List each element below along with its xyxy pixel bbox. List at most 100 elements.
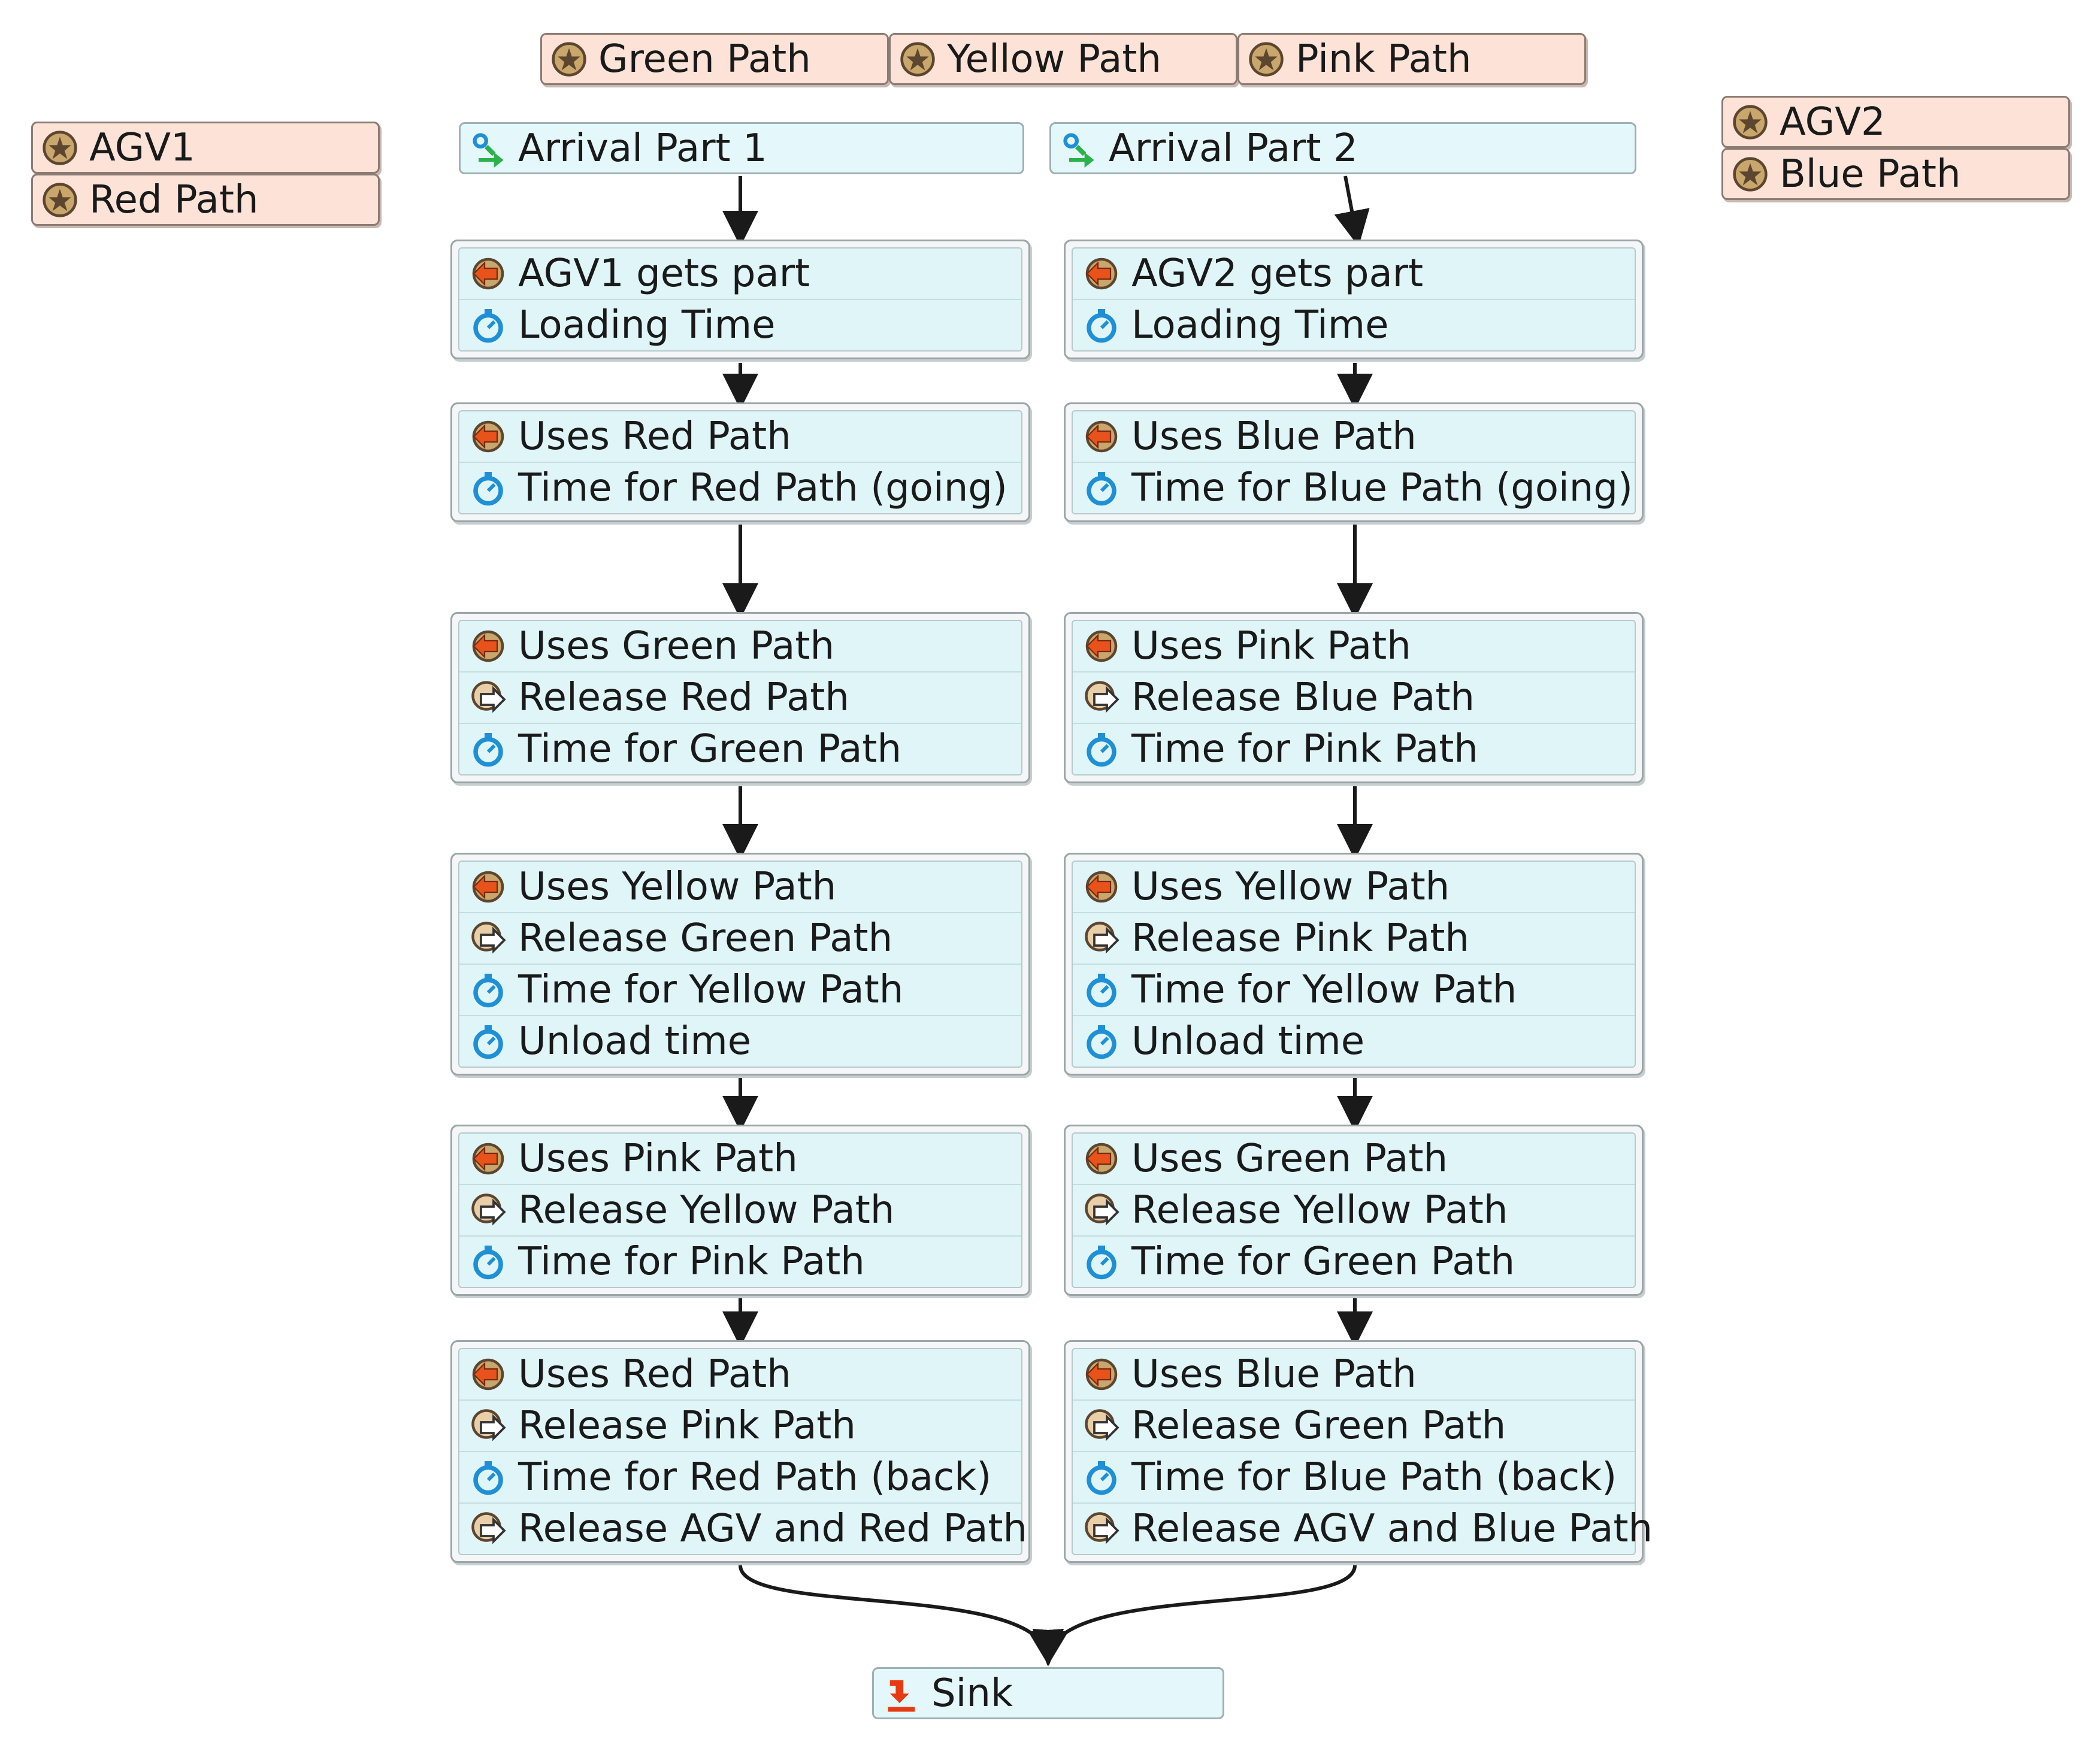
release-icon <box>471 922 506 954</box>
resource-star-icon <box>1733 156 1768 192</box>
activity-step-label: Release Green Path <box>518 916 893 961</box>
activity-step[interactable]: Release Green Path <box>1073 1401 1635 1452</box>
sink[interactable]: Sink <box>872 1667 1224 1719</box>
activity-step[interactable]: Uses Yellow Path <box>1073 862 1635 913</box>
activity-step-label: Uses Green Path <box>1131 1137 1448 1181</box>
resource-agv1[interactable]: AGV1 <box>31 122 380 174</box>
resource-label: Yellow Path <box>947 37 1161 81</box>
arrival-icon <box>473 132 504 168</box>
activity-step[interactable]: Unload time <box>1073 1016 1635 1067</box>
delay-stopwatch-icon <box>1087 1246 1116 1280</box>
release-icon <box>1085 1193 1119 1226</box>
activity-step[interactable]: Uses Red Path <box>459 1349 1021 1401</box>
activity-step[interactable]: Uses Green Path <box>459 621 1021 672</box>
activity-step[interactable]: AGV1 gets part <box>459 249 1021 300</box>
activity-step-label: Time for Yellow Path <box>1131 968 1517 1012</box>
arrival-label: Arrival Part 1 <box>518 126 767 171</box>
resource-blue-path[interactable]: Blue Path <box>1721 148 2070 200</box>
release-icon <box>1085 1409 1119 1441</box>
activity-step[interactable]: Uses Pink Path <box>1073 621 1635 672</box>
delay-stopwatch-icon <box>473 733 503 767</box>
activity-step-label: AGV1 gets part <box>518 252 810 296</box>
arrival-part-2[interactable]: Arrival Part 2 <box>1049 122 1636 174</box>
activity-step[interactable]: Uses Yellow Path <box>459 862 1021 913</box>
sink-label: Sink <box>931 1671 1013 1716</box>
activity-step[interactable]: Release Green Path <box>459 913 1021 965</box>
delay-stopwatch-icon <box>1087 472 1116 506</box>
arrival-part-1[interactable]: Arrival Part 1 <box>459 122 1024 174</box>
activity-step[interactable]: Uses Green Path <box>1073 1134 1635 1185</box>
activity-step[interactable]: AGV2 gets part <box>1073 249 1635 300</box>
release-icon <box>471 1409 506 1441</box>
activity-step[interactable]: Time for Green Path <box>459 724 1021 774</box>
activity-step-label: Time for Yellow Path <box>518 968 904 1012</box>
resource-label: Red Path <box>89 177 259 222</box>
resource-green-path[interactable]: Green Path <box>540 33 889 85</box>
activity-step[interactable]: Uses Red Path <box>459 411 1021 463</box>
connector-arrow <box>739 1565 1064 1666</box>
resource-agv2[interactable]: AGV2 <box>1721 96 2070 148</box>
activity-step-label: Unload time <box>1131 1019 1365 1064</box>
delay-stopwatch-icon <box>473 1025 503 1059</box>
activity-step[interactable]: Uses Blue Path <box>1073 411 1635 463</box>
activity-step[interactable]: Loading Time <box>1073 300 1635 350</box>
sink-icon <box>888 1680 915 1711</box>
activity-step[interactable]: Time for Pink Path <box>1073 724 1635 774</box>
activity-step-label: Uses Red Path <box>518 414 791 459</box>
activity-step[interactable]: Uses Blue Path <box>1073 1349 1635 1401</box>
activity-step-label: Unload time <box>518 1019 752 1064</box>
release-icon <box>471 1512 506 1544</box>
activity-step[interactable]: Time for Yellow Path <box>459 965 1021 1016</box>
resource-red-path[interactable]: Red Path <box>31 174 380 226</box>
delay-stopwatch-icon <box>473 974 503 1008</box>
activity-step[interactable]: Release Pink Path <box>459 1401 1021 1452</box>
activity-step[interactable]: Time for Red Path (going) <box>459 463 1021 513</box>
activity-step[interactable]: Loading Time <box>459 300 1021 350</box>
activity-step[interactable]: Time for Green Path <box>1073 1237 1635 1287</box>
activity-step[interactable]: Release Red Path <box>459 672 1021 724</box>
arrival-label: Arrival Part 2 <box>1109 126 1358 171</box>
activity-step[interactable]: Time for Pink Path <box>459 1237 1021 1287</box>
seize-icon <box>472 1143 504 1175</box>
activity-step-label: Uses Yellow Path <box>1131 865 1450 909</box>
resource-yellow-path[interactable]: Yellow Path <box>889 33 1237 85</box>
activity-step-label: AGV2 gets part <box>1131 252 1424 296</box>
seize-icon <box>1085 871 1118 903</box>
activity-step-label: Time for Blue Path (going) <box>1131 466 1633 510</box>
activity-step-label: Release Pink Path <box>1131 916 1469 961</box>
activity-step[interactable]: Unload time <box>459 1016 1021 1067</box>
activity-step[interactable]: Time for Blue Path (back) <box>1073 1452 1635 1504</box>
resource-label: AGV1 <box>89 125 195 170</box>
resource-star-icon <box>43 182 77 217</box>
activity-step[interactable]: Release Yellow Path <box>1073 1185 1635 1237</box>
activity-step-label: Release Yellow Path <box>1131 1188 1508 1232</box>
activity-step-label: Release Yellow Path <box>518 1188 895 1232</box>
activity-step[interactable]: Release Yellow Path <box>459 1185 1021 1237</box>
resource-label: AGV2 <box>1780 99 1886 144</box>
resource-label: Green Path <box>598 37 811 81</box>
connector-arrow <box>1032 1565 1357 1666</box>
activity-step[interactable]: Release AGV and Red Path <box>459 1504 1027 1554</box>
activity-step[interactable]: Release AGV and Blue Path <box>1073 1504 1653 1554</box>
activity-step[interactable]: Time for Blue Path (going) <box>1073 463 1635 513</box>
activity-step[interactable]: Time for Red Path (back) <box>459 1452 1021 1504</box>
activity-step[interactable]: Release Blue Path <box>1073 672 1635 724</box>
release-icon <box>471 681 506 713</box>
activity-step[interactable]: Uses Pink Path <box>459 1134 1021 1185</box>
activity-step[interactable]: Release Pink Path <box>1073 913 1635 965</box>
activity-step[interactable]: Time for Yellow Path <box>1073 965 1635 1016</box>
resource-pink-path[interactable]: Pink Path <box>1237 33 1586 85</box>
release-icon <box>1085 681 1119 713</box>
